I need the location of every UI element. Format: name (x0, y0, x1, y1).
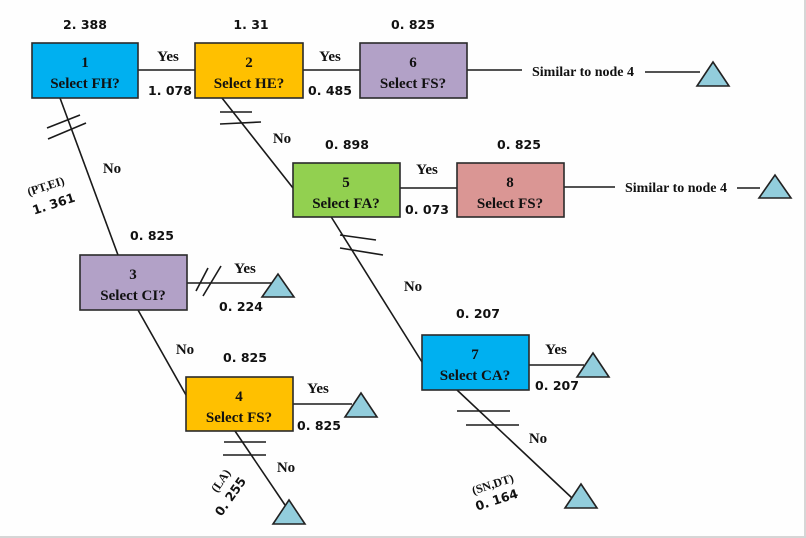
node-question: Select FS? (477, 196, 543, 212)
prune-mark (195, 267, 209, 292)
similar-note: Similar to node 4 (625, 181, 727, 196)
node-question: Select FA? (312, 196, 380, 212)
node-number: 5 (342, 175, 350, 191)
branch-label-yes: Yes (157, 49, 179, 65)
leaves (260, 60, 793, 525)
branch-label-no: No (273, 131, 291, 147)
edge-5-7 (329, 214, 423, 363)
node-question: Select CA? (440, 368, 510, 384)
leaf-triangle-icon (260, 272, 296, 298)
node-3[interactable]: 3 Select CI? (79, 254, 188, 311)
leaf-triangle-icon (757, 173, 793, 199)
leaf-triangle-icon (563, 482, 599, 509)
node-question: Select CI? (100, 288, 165, 304)
leaf-triangle-icon (343, 391, 379, 418)
edge-1-3 (59, 97, 119, 256)
node-number: 6 (409, 55, 417, 71)
node-question: Select HE? (214, 76, 284, 92)
node-4[interactable]: 4 Select FS? (185, 376, 294, 432)
node-value: 0. 825 (391, 17, 435, 32)
node-8[interactable]: 8 Select FS? (456, 162, 565, 218)
branch-label-yes: Yes (319, 49, 341, 65)
node-value: 0. 825 (223, 350, 267, 365)
edge-cost: 0. 073 (405, 202, 449, 217)
node-7[interactable]: 7 Select CA? (421, 334, 530, 391)
branch-label-yes: Yes (234, 261, 256, 277)
branch-label-no: No (529, 431, 547, 447)
node-2[interactable]: 2 Select HE? (194, 42, 304, 99)
node-number: 1 (81, 55, 89, 71)
node-value: 0. 825 (130, 228, 174, 243)
node-values: 2. 388 1. 31 0. 825 0. 898 0. 825 0. 825… (63, 17, 541, 365)
node-number: 3 (129, 267, 137, 283)
node-question: Select FS? (206, 410, 272, 426)
node-number: 2 (245, 55, 253, 71)
node-value: 1. 31 (233, 17, 268, 32)
node-value: 2. 388 (63, 17, 107, 32)
branch-label-no: No (404, 279, 422, 295)
edge-cost: 0. 485 (308, 83, 352, 98)
branch-label-no: No (176, 342, 194, 358)
edge-cost: 0. 207 (535, 378, 579, 393)
prune-mark (219, 121, 262, 125)
prune-mark (339, 247, 384, 256)
node-question: Select FS? (380, 76, 446, 92)
branch-label-no: No (277, 460, 295, 476)
node-value: 0. 825 (497, 137, 541, 152)
node-value: 0. 207 (456, 306, 500, 321)
leaf-triangle-icon (695, 60, 731, 87)
edge-cost: 0. 224 (219, 299, 263, 314)
node-number: 8 (506, 175, 514, 191)
edge-cost: 1. 078 (148, 83, 192, 98)
branch-label-no: No (103, 161, 121, 177)
leaf-triangle-icon (271, 498, 307, 525)
edge-2-5 (221, 97, 294, 189)
branch-label-yes: Yes (307, 381, 329, 397)
edge-3-4 (137, 309, 187, 396)
branch-label-yes: Yes (545, 342, 567, 358)
prune-mark (339, 234, 377, 241)
node-6[interactable]: 6 Select FS? (359, 42, 468, 99)
node-1[interactable]: 1 Select FH? (31, 42, 139, 99)
prune-mark (202, 265, 222, 297)
leaf-triangle-icon (575, 351, 611, 378)
node-value: 0. 898 (325, 137, 369, 152)
node-question: Select FH? (50, 76, 120, 92)
edge-7-leaf-no (456, 389, 573, 499)
node-5[interactable]: 5 Select FA? (292, 162, 401, 218)
prune-mark (46, 114, 81, 129)
similar-note: Similar to node 4 (532, 65, 634, 80)
edge-4-leaf-no (234, 430, 286, 506)
prune-mark (47, 122, 87, 140)
branch-label-yes: Yes (416, 162, 438, 178)
nodes: 1 Select FH? 2 Select HE? 6 Select FS? 5… (31, 42, 565, 432)
node-number: 7 (471, 347, 479, 363)
edges (46, 69, 760, 506)
edge-cost: 0. 825 (297, 418, 341, 433)
node-number: 4 (235, 389, 243, 405)
